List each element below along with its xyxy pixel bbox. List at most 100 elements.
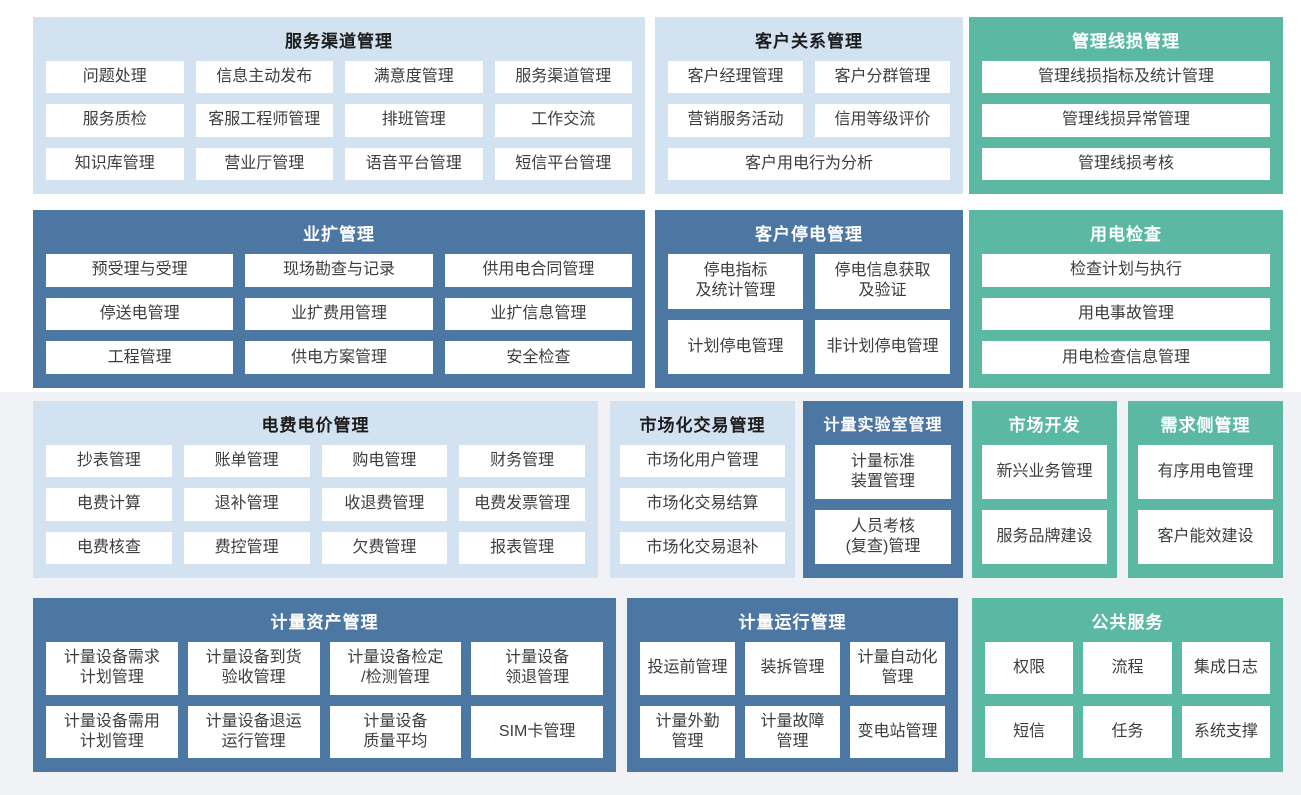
module-item: 管理线损异常管理 [982,104,1270,137]
panel-items: 新兴业务管理 服务品牌建设 [972,445,1117,578]
module-item: 费控管理 [183,531,310,564]
module-item: 工程管理 [46,341,234,374]
module-item: 计量设备检定 /检测管理 [329,642,462,695]
module-item: 非计划停电管理 [815,319,950,374]
module-item: 服务品牌建设 [982,510,1107,564]
panel-line-loss: 管理线损管理 管理线损指标及统计管理 管理线损异常管理 管理线损考核 [969,17,1283,194]
module-item: 计量设备到货 验收管理 [187,642,320,695]
module-item: 现场勘查与记录 [245,254,433,287]
module-item: 短信平台管理 [494,147,632,180]
module-item: 预受理与受理 [46,254,234,287]
module-item: 用电事故管理 [982,297,1270,331]
module-item: 计量标准 装置管理 [815,445,951,499]
panel-items: 权限 流程 集成日志 短信 任务 系统支撑 [972,642,1283,772]
module-item: 账单管理 [183,445,310,478]
module-item: 问题处理 [46,61,184,94]
module-item: 服务质检 [46,104,184,137]
module-item: 用电检查信息管理 [982,341,1270,374]
module-item: 客户能效建设 [1138,510,1273,564]
panel-title: 需求侧管理 [1160,415,1251,435]
module-item: 欠费管理 [321,531,448,564]
module-item: 装拆管理 [745,642,840,695]
module-item: 流程 [1083,642,1172,694]
panel-tariff: 电费电价管理 抄表管理 账单管理 购电管理 财务管理 电费计算 退补管理 收退费… [33,401,598,578]
panel-items: 抄表管理 账单管理 购电管理 财务管理 电费计算 退补管理 收退费管理 电费发票… [33,445,598,578]
module-item: 排班管理 [345,104,483,137]
module-item: 人员考核 (复查)管理 [815,510,951,564]
module-item: 计划停电管理 [668,319,803,374]
module-item: 退补管理 [183,488,310,521]
panel-title: 服务渠道管理 [285,31,393,51]
module-item: 电费计算 [46,488,172,521]
panel-title: 管理线损管理 [1072,31,1180,51]
module-item: 语音平台管理 [345,147,483,180]
panel-customer-relation: 客户关系管理 客户经理管理 客户分群管理 营销服务活动 信用等级评价 客户用电行… [655,17,963,194]
module-item: 市场化交易结算 [620,488,785,521]
panel-title: 公共服务 [1091,612,1164,632]
module-item: 管理线损指标及统计管理 [982,61,1270,94]
module-item: 检查计划与执行 [982,254,1270,287]
module-item: 信息主动发布 [195,61,333,94]
module-item: 计量设备 质量平均 [329,705,462,758]
panel-title: 客户关系管理 [755,31,863,51]
panel-items: 有序用电管理 客户能效建设 [1128,445,1283,578]
panel-title: 计量实验室管理 [823,417,943,434]
panel-items: 计量标准 装置管理 人员考核 (复查)管理 [803,445,963,578]
module-item: SIM卡管理 [471,705,603,758]
module-item: 信用等级评价 [815,104,950,137]
module-item: 计量设备 领退管理 [471,642,603,695]
panel-items: 市场化用户管理 市场化交易结算 市场化交易退补 [610,445,795,578]
module-item: 有序用电管理 [1138,445,1273,499]
module-item: 市场化用户管理 [620,445,785,478]
module-item: 停电指标 及统计管理 [668,254,803,309]
module-item: 计量设备需用 计划管理 [46,705,178,758]
panel-power-inspection: 用电检查 检查计划与执行 用电事故管理 用电检查信息管理 [969,210,1283,388]
module-item: 系统支撑 [1181,706,1270,758]
panel-title: 计量运行管理 [738,612,847,632]
module-item: 工作交流 [494,104,632,137]
module-item: 计量设备退运 运行管理 [187,705,320,758]
panel-metering-assets: 计量资产管理 计量设备需求 计划管理 计量设备到货 验收管理 计量设备检定 /检… [33,598,616,772]
module-item: 业扩费用管理 [245,297,433,331]
panel-title: 市场开发 [1008,415,1081,435]
panel-items: 投运前管理 装拆管理 计量自动化 管理 计量外勤 管理 计量故障 管理 变电站管… [627,642,958,772]
module-item: 新兴业务管理 [982,445,1107,499]
module-item: 停电信息获取 及验证 [815,254,950,309]
module-item: 任务 [1083,706,1172,758]
panel-title: 计量资产管理 [270,612,379,632]
module-item: 满意度管理 [345,61,483,94]
module-item: 停送电管理 [46,297,234,331]
panel-service-channel: 服务渠道管理 问题处理 信息主动发布 满意度管理 服务渠道管理 服务质检 客服工… [33,17,645,194]
module-item: 计量设备需求 计划管理 [46,642,178,695]
panel-items: 管理线损指标及统计管理 管理线损异常管理 管理线损考核 [969,61,1283,194]
module-item: 计量故障 管理 [745,705,840,758]
module-item: 购电管理 [321,445,448,478]
module-item: 计量自动化 管理 [850,642,945,695]
panel-items: 客户经理管理 客户分群管理 营销服务活动 信用等级评价 客户用电行为分析 [655,61,963,194]
module-item: 抄表管理 [46,445,172,478]
module-item: 客户分群管理 [815,61,950,94]
panel-metering-lab: 计量实验室管理 计量标准 装置管理 人员考核 (复查)管理 [803,401,963,578]
module-item: 客户用电行为分析 [668,147,950,180]
module-item: 市场化交易退补 [620,531,785,564]
panel-title: 客户停电管理 [755,224,863,244]
module-item: 安全检查 [444,341,632,374]
module-item: 财务管理 [459,445,585,478]
module-item: 管理线损考核 [982,147,1270,180]
module-item: 电费发票管理 [459,488,585,521]
module-item: 电费核查 [46,531,172,564]
module-item: 短信 [985,706,1074,758]
panel-items: 检查计划与执行 用电事故管理 用电检查信息管理 [969,254,1283,388]
panel-demand-side: 需求侧管理 有序用电管理 客户能效建设 [1128,401,1283,578]
panel-title: 用电检查 [1090,224,1162,244]
panel-public-service: 公共服务 权限 流程 集成日志 短信 任务 系统支撑 [972,598,1283,772]
module-item: 变电站管理 [850,705,945,758]
panel-customer-outage: 客户停电管理 停电指标 及统计管理 停电信息获取 及验证 计划停电管理 非计划停… [655,210,963,388]
module-item: 权限 [985,642,1074,694]
panel-title: 电费电价管理 [261,415,370,435]
panel-business-expansion: 业扩管理 预受理与受理 现场勘查与记录 供用电合同管理 停送电管理 业扩费用管理… [33,210,645,388]
module-item: 供电方案管理 [245,341,433,374]
panel-items: 停电指标 及统计管理 停电信息获取 及验证 计划停电管理 非计划停电管理 [655,254,963,388]
module-item: 客户经理管理 [668,61,803,94]
